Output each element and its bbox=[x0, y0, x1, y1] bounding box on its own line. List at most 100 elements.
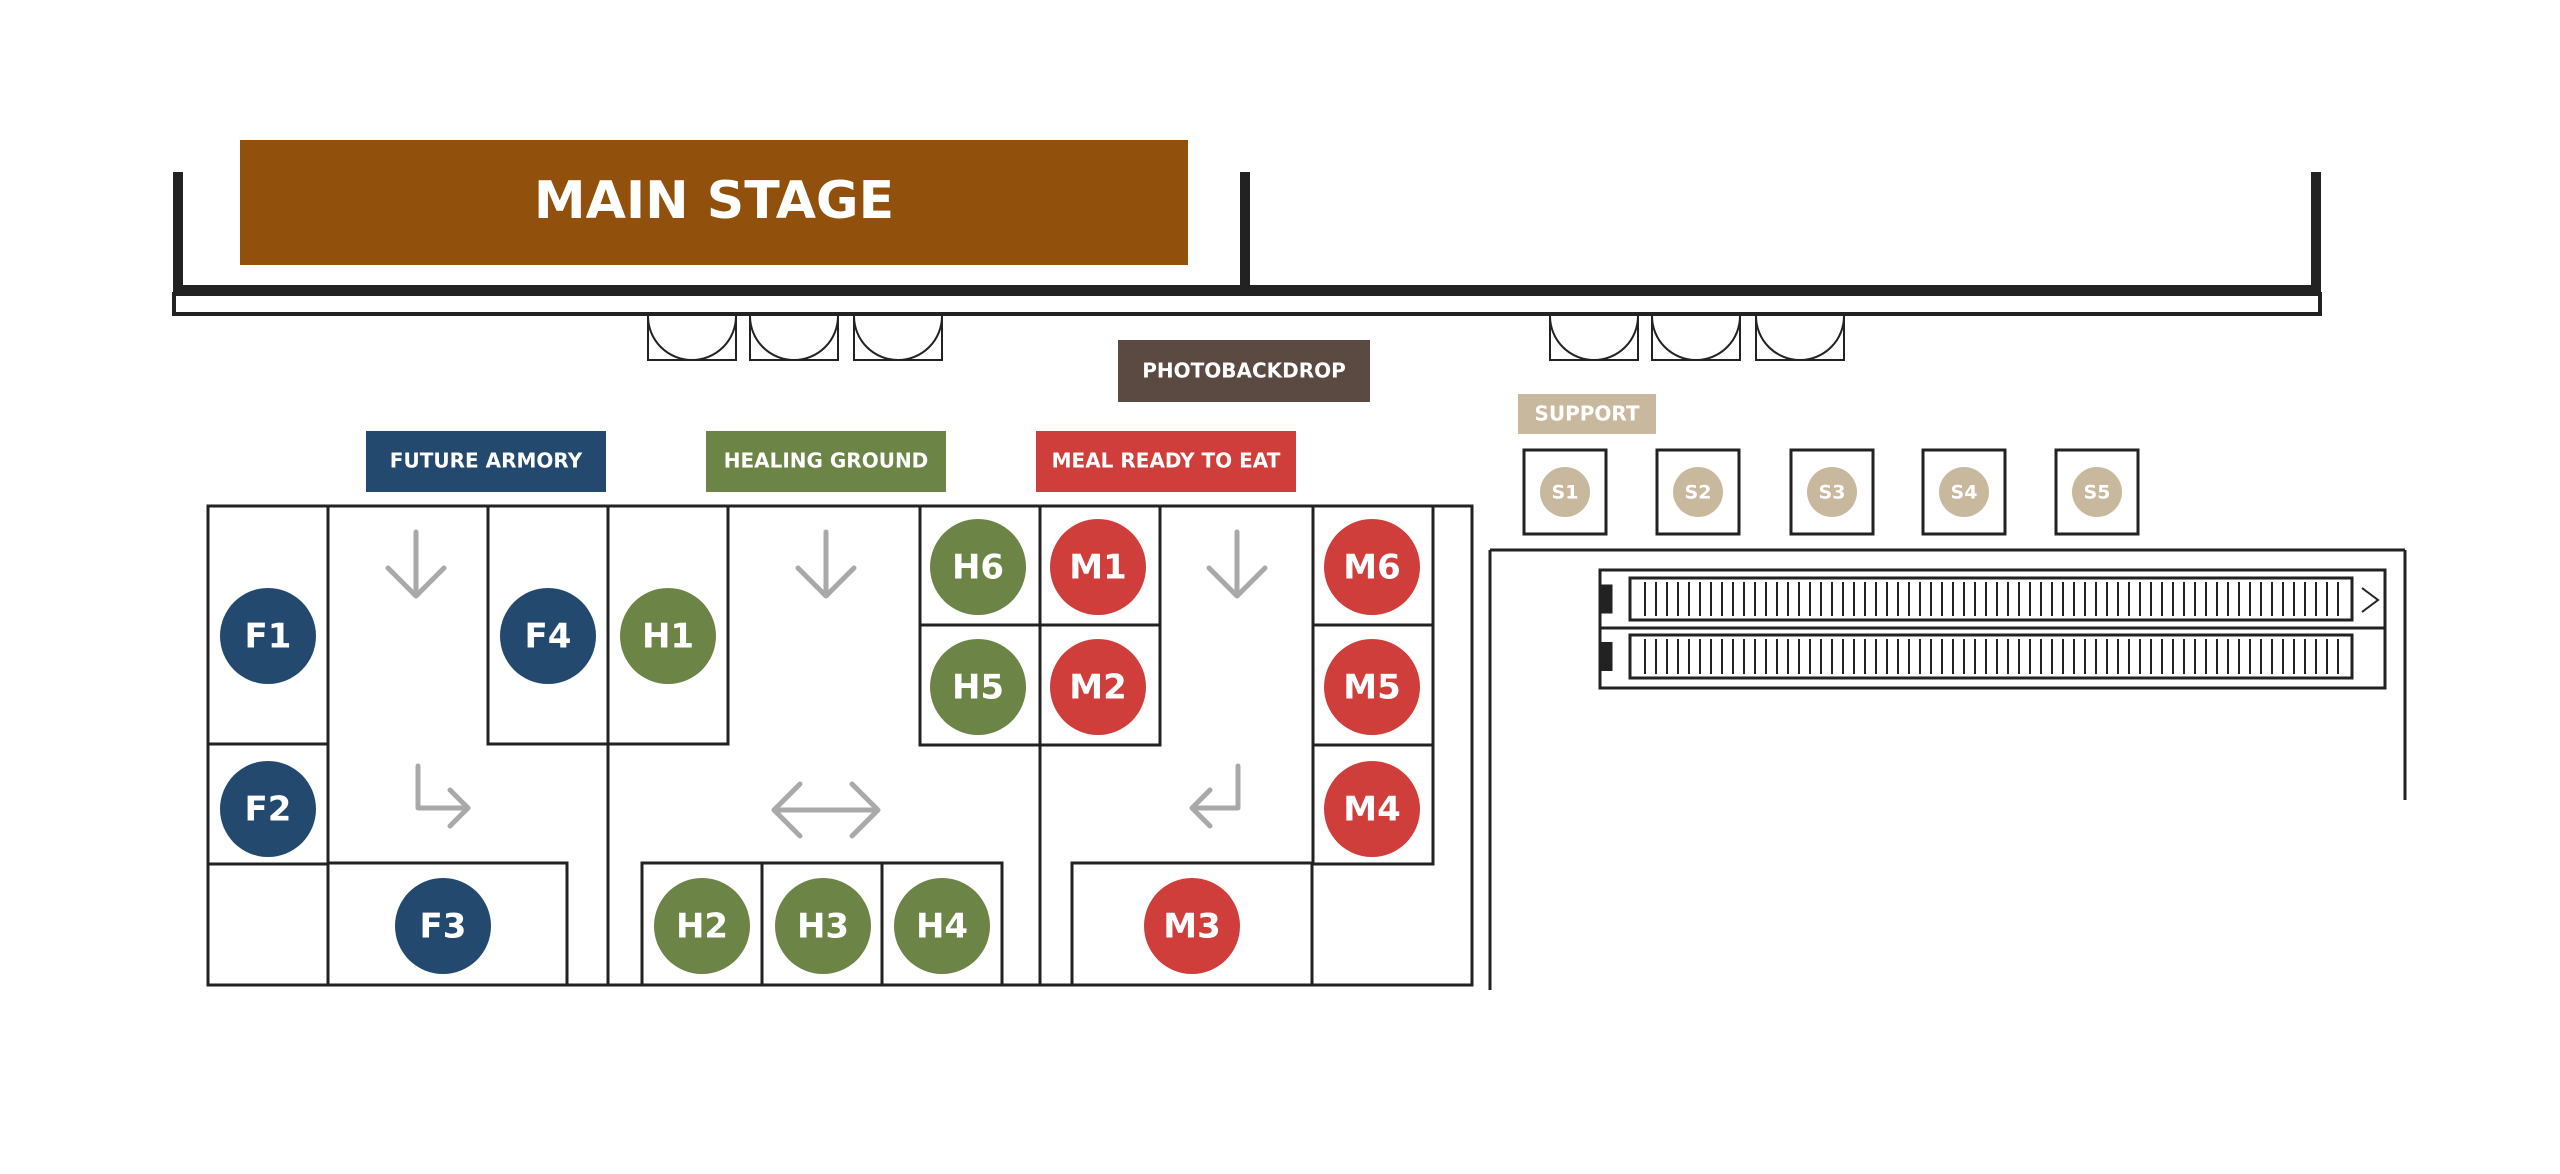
booth-f4[interactable]: F4 bbox=[500, 588, 596, 684]
booth-label: F1 bbox=[245, 617, 292, 657]
support-booth-box bbox=[2054, 448, 2140, 536]
support-booth-box bbox=[1522, 448, 1608, 536]
door-icon bbox=[647, 315, 1845, 361]
booth-h6[interactable]: H6 bbox=[930, 519, 1026, 615]
support-label: S1 bbox=[1552, 482, 1579, 504]
door-icon bbox=[749, 315, 795, 361]
support-marker bbox=[1540, 467, 1590, 517]
booth-label: M4 bbox=[1343, 790, 1401, 830]
booth-m3[interactable]: M3 bbox=[1144, 878, 1240, 974]
booth-marker bbox=[1144, 878, 1240, 974]
booth-label: H6 bbox=[952, 548, 1004, 588]
booth-m4[interactable]: M4 bbox=[1324, 761, 1420, 857]
booth-marker bbox=[1324, 639, 1420, 735]
door-icon bbox=[1695, 315, 1741, 361]
support-marker bbox=[2072, 467, 2122, 517]
booth-f1[interactable]: F1 bbox=[220, 588, 316, 684]
door-icon bbox=[691, 315, 737, 361]
arrow-icon bbox=[385, 529, 1268, 839]
booth-label: H5 bbox=[952, 668, 1004, 708]
door-icon bbox=[853, 315, 899, 361]
booth-m1[interactable]: M1 bbox=[1050, 519, 1146, 615]
booth-marker bbox=[654, 878, 750, 974]
booth-label: H4 bbox=[916, 907, 968, 947]
escalator-arrow bbox=[2361, 587, 2380, 613]
support-banner bbox=[1518, 394, 1656, 434]
door-icon bbox=[1799, 315, 1845, 361]
booth-f3[interactable]: F3 bbox=[395, 878, 491, 974]
door-icon bbox=[1549, 315, 1595, 361]
booth-h5[interactable]: H5 bbox=[930, 639, 1026, 735]
door-icon bbox=[1755, 315, 1801, 361]
booth-label: H3 bbox=[797, 907, 849, 947]
booth-f2[interactable]: F2 bbox=[220, 761, 316, 857]
door-icon bbox=[647, 315, 693, 361]
door-icon bbox=[793, 315, 839, 361]
booth-marker bbox=[220, 588, 316, 684]
booth-label: M3 bbox=[1163, 907, 1221, 947]
door-icon bbox=[1651, 315, 1697, 361]
future-armory-label: FUTURE ARMORY bbox=[390, 449, 583, 473]
support-label: S5 bbox=[2084, 482, 2111, 504]
main-stage-banner bbox=[240, 140, 1188, 265]
main-stage-title: MAIN STAGE bbox=[534, 171, 894, 231]
booth-m2[interactable]: M2 bbox=[1050, 639, 1146, 735]
booth-label: H2 bbox=[676, 907, 728, 947]
support-booth-box bbox=[1655, 448, 1741, 536]
booth-h2[interactable]: H2 bbox=[654, 878, 750, 974]
booth-label: H1 bbox=[642, 617, 694, 657]
meal-ready-label: MEAL READY TO EAT bbox=[1052, 449, 1281, 473]
escalator-icon bbox=[1598, 568, 2387, 690]
booth-marker bbox=[930, 639, 1026, 735]
right-area-wall bbox=[1488, 548, 2407, 990]
booth-label: M5 bbox=[1343, 668, 1401, 708]
support-label: SUPPORT bbox=[1534, 402, 1639, 426]
booth-marker bbox=[1050, 639, 1146, 735]
booth-h4[interactable]: H4 bbox=[894, 878, 990, 974]
escalator-track bbox=[1628, 576, 2354, 622]
healing-ground-label: HEALING GROUND bbox=[724, 449, 929, 473]
booth-marker bbox=[1324, 761, 1420, 857]
support-label: S3 bbox=[1819, 482, 1846, 504]
support-booth-s3[interactable]: S3 bbox=[1789, 448, 1875, 536]
support-booth-box bbox=[1921, 448, 2007, 536]
booth-marker bbox=[775, 878, 871, 974]
booth-label: F2 bbox=[245, 790, 292, 830]
support-label: S4 bbox=[1951, 482, 1978, 504]
booth-grid bbox=[206, 504, 1474, 987]
support-booth-s2[interactable]: S2 bbox=[1655, 448, 1741, 536]
meal-ready-banner bbox=[1036, 431, 1296, 492]
booth-label: M2 bbox=[1069, 668, 1127, 708]
support-label: S2 bbox=[1685, 482, 1712, 504]
escalator-track bbox=[1628, 633, 2354, 680]
support-marker bbox=[1673, 467, 1723, 517]
support-booth-s1[interactable]: S1 bbox=[1522, 448, 1608, 536]
booth-marker bbox=[1324, 519, 1420, 615]
booth-marker bbox=[1050, 519, 1146, 615]
booth-h3[interactable]: H3 bbox=[775, 878, 871, 974]
booth-marker bbox=[500, 588, 596, 684]
escalator-end bbox=[1601, 642, 1613, 671]
support-marker bbox=[1807, 467, 1857, 517]
stage-wall bbox=[172, 172, 2322, 316]
support-booth-s4[interactable]: S4 bbox=[1921, 448, 2007, 536]
booth-m6[interactable]: M6 bbox=[1324, 519, 1420, 615]
booth-label: M1 bbox=[1069, 548, 1127, 588]
booth-marker bbox=[930, 519, 1026, 615]
booth-h1[interactable]: H1 bbox=[620, 588, 716, 684]
booth-m5[interactable]: M5 bbox=[1324, 639, 1420, 735]
support-booth-box bbox=[1789, 448, 1875, 536]
booth-label: F4 bbox=[525, 617, 572, 657]
door-icon bbox=[1593, 315, 1639, 361]
healing-ground-banner bbox=[706, 431, 946, 492]
support-booth-s5[interactable]: S5 bbox=[2054, 448, 2140, 536]
future-armory-banner bbox=[366, 431, 606, 492]
photo-backdrop-label: PHOTOBACKDROP bbox=[1142, 359, 1346, 383]
escalator-end bbox=[1601, 584, 1613, 614]
booth-marker bbox=[620, 588, 716, 684]
booth-marker bbox=[395, 878, 491, 974]
booth-marker bbox=[894, 878, 990, 974]
booth-marker bbox=[220, 761, 316, 857]
booth-label: F3 bbox=[420, 907, 467, 947]
